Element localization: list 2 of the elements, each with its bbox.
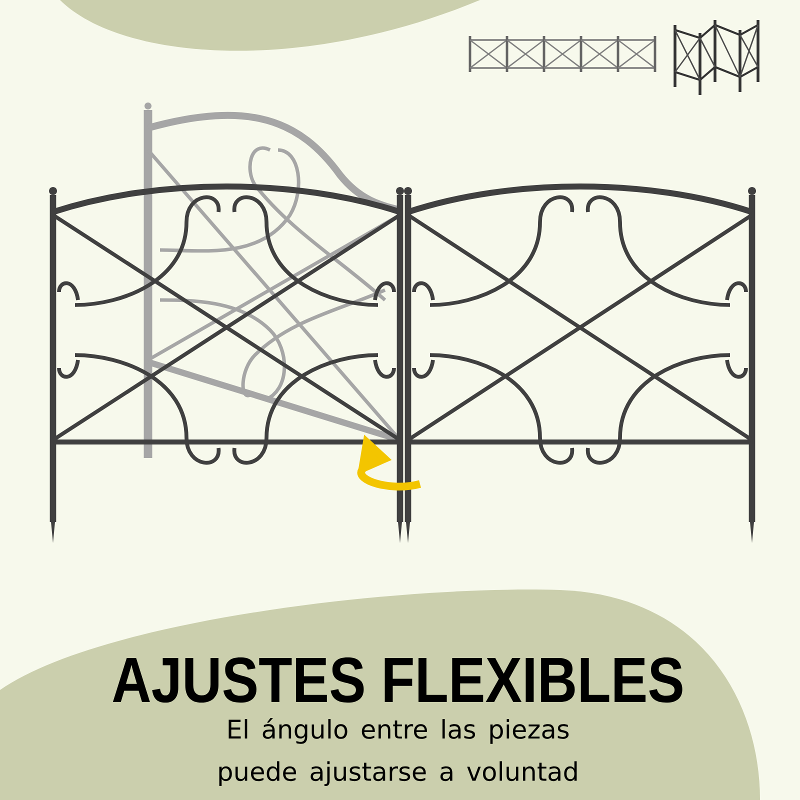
title: AJUSTES FLEXIBLES [112, 657, 682, 703]
caption: El ángulo entre las piezas puede ajustarse a voluntad [219, 718, 577, 786]
